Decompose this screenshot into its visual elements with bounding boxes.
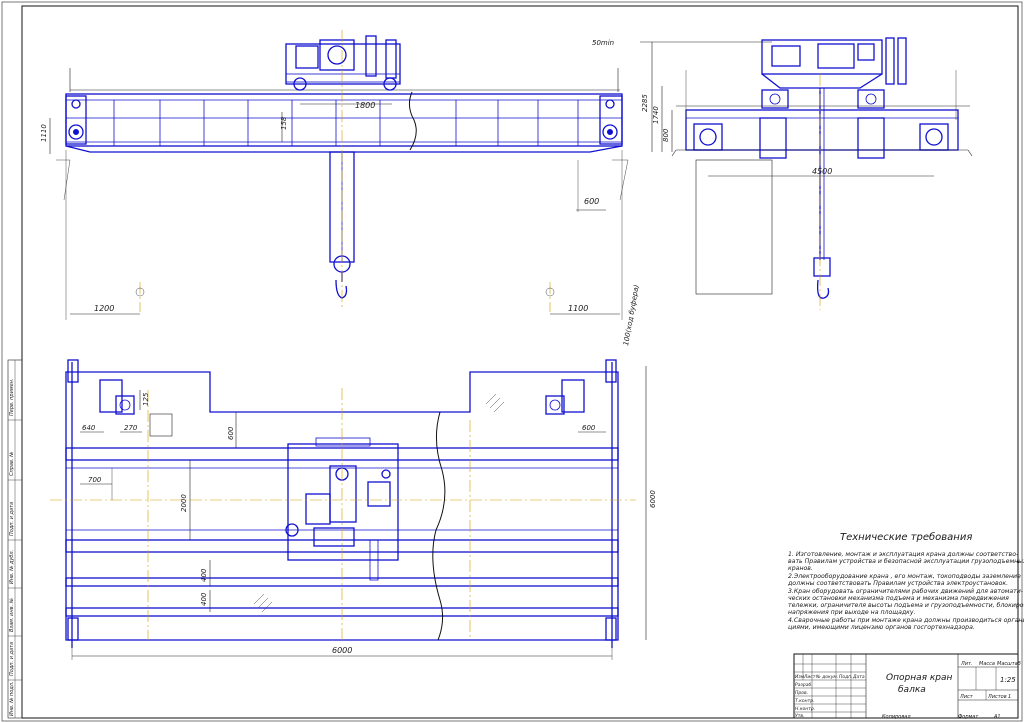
tb-scale-label: Масштаб — [997, 661, 1021, 667]
trolley — [285, 35, 401, 91]
tb-role-tcontr: Т.контр. — [795, 698, 815, 704]
tb-sheets-count: 1 — [1008, 694, 1011, 700]
requirement-line: тележки, ограничителя высоты подъема и г… — [788, 601, 1024, 609]
dim-1110: 1110 — [40, 124, 48, 142]
requirement-line: 2.Электрооборудование крана , его монтаж… — [788, 572, 1021, 580]
tb-scale-value: 1:25 — [1000, 676, 1016, 684]
dim-600-left: 600 — [227, 426, 235, 440]
dim-4500: 4500 — [812, 167, 832, 176]
tb-role-approved: Утв. — [795, 713, 804, 719]
front-view: 1800 158 1110 600 1200 1100 100(ход буфе… — [40, 30, 641, 346]
tb-row-doc: № докум. — [815, 674, 838, 680]
stamp-replace-inv: Взам. инв. № — [9, 598, 15, 632]
requirement-line: вать Правилам устройства и безопасной эк… — [788, 557, 1024, 565]
drawing-name-line1: Опорная кран — [886, 673, 953, 683]
dim-600-right: 600 — [582, 424, 596, 432]
stamp-ref-no: Справ. № — [9, 452, 15, 476]
dim-2285: 2285 — [641, 94, 649, 112]
stamp-dup-inv: Инв. № дубл. — [9, 550, 15, 584]
dim-800: 800 — [662, 128, 670, 142]
tb-row-sign: Подп. — [839, 674, 853, 680]
trolley-plan — [287, 443, 399, 561]
stamp-orig-inv: Инв. № подл. — [9, 682, 15, 717]
dim-1200: 1200 — [94, 304, 114, 313]
side-view: 50min 2285 1740 — [592, 37, 973, 310]
tb-row-list: Лист — [803, 674, 816, 680]
dim-270: 270 — [124, 424, 138, 432]
side-trolley — [761, 39, 883, 75]
rail-buffer-note: 100(ход буфера) — [622, 284, 641, 347]
bridge-girder — [65, 93, 623, 147]
dim-6000-horizontal: 6000 — [332, 646, 352, 655]
tb-sheets: Листов — [987, 694, 1007, 700]
dim-158: 158 — [280, 116, 288, 130]
requirement-line: напряжения при выходе на площадку. — [788, 609, 916, 616]
requirements-list: 1. Изготовление, монтаж и эксплуатация к… — [787, 551, 1024, 631]
tb-role-ncontr: Н.контр. — [795, 706, 815, 712]
tb-format: Формат — [958, 714, 979, 720]
side-stamp: Перв. примен. Справ. № Подп. и дата Инв.… — [7, 359, 23, 719]
title-block: Изм Лист № докум. Подп. Дата Разраб. Про… — [793, 653, 1021, 720]
dim-2000: 2000 — [180, 494, 188, 512]
tb-mass: Масса — [979, 661, 995, 667]
dim-400-a: 400 — [200, 568, 208, 582]
tb-row-izm: Изм — [795, 674, 805, 680]
tb-format-value: А1 — [993, 714, 1001, 720]
plan-outline — [65, 371, 619, 641]
tb-row-date: Дата — [852, 674, 865, 680]
tb-role-check: Пров. — [795, 690, 808, 696]
dim-700: 700 — [88, 476, 102, 484]
stamp-sign-date-1: Подп. и дата — [9, 502, 15, 536]
tb-copied: Копировал — [882, 714, 911, 720]
dim-6000-vertical: 6000 — [649, 490, 657, 508]
drawing-name-line2: балка — [898, 685, 926, 695]
dim-640: 640 — [82, 424, 96, 432]
dim-1800: 1800 — [355, 101, 375, 110]
stamp-sign-date-2: Подп. и дата — [9, 642, 15, 676]
dim-600: 600 — [584, 197, 599, 206]
tb-sheet: Лист — [959, 694, 974, 700]
dim-1100: 1100 — [568, 304, 588, 313]
dim-125: 125 — [142, 392, 150, 406]
tb-lit: Лит. — [960, 661, 973, 667]
dim-50min: 50min — [592, 39, 614, 47]
requirement-line: должны соответствовать Правилам устройст… — [787, 580, 1008, 587]
requirements-title: Технические требования — [840, 531, 972, 543]
requirement-line: 1. Изготовление, монтаж и эксплуатация к… — [788, 551, 1018, 558]
dim-1740: 1740 — [652, 106, 660, 124]
requirement-line: 4.Сварочные работы при монтаже крана дол… — [788, 616, 1024, 624]
tb-role-dev: Разраб. — [795, 682, 813, 688]
stamp-first-use: Перв. примен. — [9, 378, 15, 416]
building-column — [695, 159, 773, 295]
dim-400-b: 400 — [200, 592, 208, 606]
requirement-line: циями, имеющими лицензию органов госгорт… — [788, 624, 975, 631]
requirement-line: ческих остановки механизма подъема и мех… — [788, 595, 1009, 602]
technical-requirements: Технические требования 1. Изготовление, … — [787, 531, 1024, 631]
requirement-line: 3.Кран оборудовать ограничителями рабочи… — [788, 587, 1023, 595]
plan-view: 125 640 270 600 600 700 2000 400 400 600… — [50, 359, 657, 660]
requirement-line: кранов. — [788, 565, 813, 572]
